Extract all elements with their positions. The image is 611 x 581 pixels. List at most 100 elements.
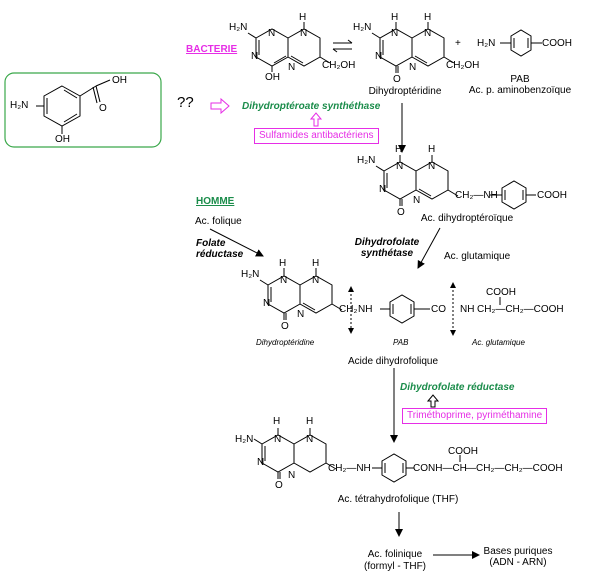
inhibitor-trimethoprim: Triméthoprime, pyriméthamine <box>402 408 548 424</box>
atom-label: N <box>312 275 320 286</box>
atom-label: CH₂OH <box>446 60 480 71</box>
atom-label: N <box>297 309 305 320</box>
cleavage-marks <box>350 286 454 332</box>
pab-structure <box>500 29 542 57</box>
question-marks: ?? <box>177 94 194 111</box>
label-purines: Bases puriques <box>483 546 553 557</box>
atom-label: N <box>300 28 308 39</box>
atom-label: O <box>281 321 289 332</box>
atom-label: CO <box>431 304 446 315</box>
inhibitor-o-label: O <box>99 103 107 114</box>
arrow-folic-to-dhf <box>209 228 264 257</box>
enzyme-dhfs: Dihydrofolate synthétase <box>354 237 420 259</box>
atom-label: CONH—CH <box>413 463 467 474</box>
atom-label: COOH <box>448 446 478 457</box>
label-dihydropteridine: Dihydroptéridine <box>368 86 442 97</box>
fragment-pab: PAB <box>393 338 409 347</box>
dhfr-inhibition-arrow <box>426 394 440 408</box>
plus-sign: + <box>455 38 461 49</box>
atom-label: N <box>251 51 259 62</box>
atom-label: H <box>395 144 403 155</box>
inhibitor-oh-ring-label: OH <box>55 134 70 145</box>
atom-label: N <box>263 298 271 309</box>
atom-label: N <box>268 28 276 39</box>
atom-label: NH <box>358 304 373 315</box>
atom-label: N <box>375 51 383 62</box>
atom-label: H <box>312 258 320 269</box>
section-human: HOMME <box>196 196 235 207</box>
atom-label: CH₂OH <box>322 60 356 71</box>
atom-label: H₂N <box>235 434 254 445</box>
arrow-dhps-to-dhf <box>417 227 441 269</box>
atom-label: H <box>273 416 281 427</box>
atom-label: H <box>428 144 436 155</box>
atom-label: CH₂—NH <box>455 190 498 201</box>
atom-label: N <box>288 470 296 481</box>
atom-label: CH₂ <box>339 304 358 315</box>
atom-label: N <box>274 434 282 445</box>
enzyme-dhps: Dihydroptéroate synthéthase <box>242 101 381 112</box>
label-pab: PAB <box>510 74 530 85</box>
atom-label: O <box>397 207 405 218</box>
inhibitor-oh-acid-label: OH <box>112 75 127 86</box>
atom-label: H₂N <box>357 155 376 166</box>
atom-label: H₂N <box>477 38 496 49</box>
atom-label: N <box>396 161 404 172</box>
atom-label: N <box>409 62 417 73</box>
atom-label: N <box>257 457 265 468</box>
atom-label: N <box>306 434 314 445</box>
enzyme-folate-reductase: Folate réductase <box>196 238 244 260</box>
inhibitor-benzene-ring <box>36 79 111 134</box>
atom-label: N <box>379 184 387 195</box>
atom-label: —CH₂—CH₂—COOH <box>466 463 563 474</box>
sulfonamide-inhibition-arrow <box>309 112 323 127</box>
thf-structure <box>253 428 461 483</box>
atom-label: H <box>279 258 287 269</box>
inhibitor-structure-frame <box>4 72 162 148</box>
atom-label: OH <box>265 72 280 83</box>
atom-label: N <box>424 28 432 39</box>
atom-label: CH₂—CH₂—COOH <box>477 304 564 315</box>
inhibitor-sulfonamides: Sulfamides antibactériens <box>254 128 379 144</box>
cleavage-arrowheads <box>348 282 456 336</box>
equilibrium-arrows <box>332 39 353 53</box>
atom-label: COOH <box>542 38 572 49</box>
atom-label: N <box>391 28 399 39</box>
fragment-glutamic: Ac. glutamique <box>472 338 525 347</box>
dihydropteroic-structure <box>375 155 536 210</box>
label-pab-full: Ac. p. aminobenzoïque <box>468 85 572 96</box>
label-glutamic: Ac. glutamique <box>444 251 511 262</box>
label-purines-sub: (ADN - ARN) <box>489 557 547 568</box>
section-bacteria: BACTERIE <box>186 44 238 55</box>
enzyme-dhfr: Dihydrofolate réductase <box>400 382 515 393</box>
pterin-structure-2 <box>371 22 455 73</box>
atom-label: H <box>391 12 399 23</box>
atom-label: H <box>424 12 432 23</box>
label-folinic: Ac. folinique <box>367 549 423 560</box>
atom-label: COOH <box>537 190 567 201</box>
fragment-pteridine: Dihydroptéridine <box>256 338 315 347</box>
label-folic: Ac. folique <box>195 216 242 227</box>
atom-label: N <box>288 62 296 73</box>
atom-label: H <box>299 12 307 23</box>
inhibitor-nh2-label: H₂N <box>10 100 29 111</box>
atom-label: N <box>428 161 436 172</box>
dihydrofolic-structure <box>259 268 501 324</box>
pterin-structure-1 <box>247 22 331 72</box>
atom-label: CH₂—NH <box>328 463 371 474</box>
atom-label: H₂N <box>229 22 248 33</box>
atom-label: O <box>393 74 401 85</box>
atom-label: N <box>413 195 421 206</box>
atom-label: H₂N <box>353 22 372 33</box>
atom-label: NH <box>460 304 475 315</box>
label-dihydrofolic: Acide dihydrofolique <box>348 356 439 367</box>
atom-label: O <box>275 480 283 491</box>
label-folinic-sub: (formyl - THF) <box>363 561 427 572</box>
atom-label: COOH <box>486 287 516 298</box>
atom-label: N <box>280 275 288 286</box>
label-dihydropteroic: Ac. dihydroptéroïque <box>420 213 514 224</box>
atom-label: H <box>306 416 314 427</box>
inhibition-arrow <box>210 97 230 115</box>
atom-label: H₂N <box>241 269 260 280</box>
